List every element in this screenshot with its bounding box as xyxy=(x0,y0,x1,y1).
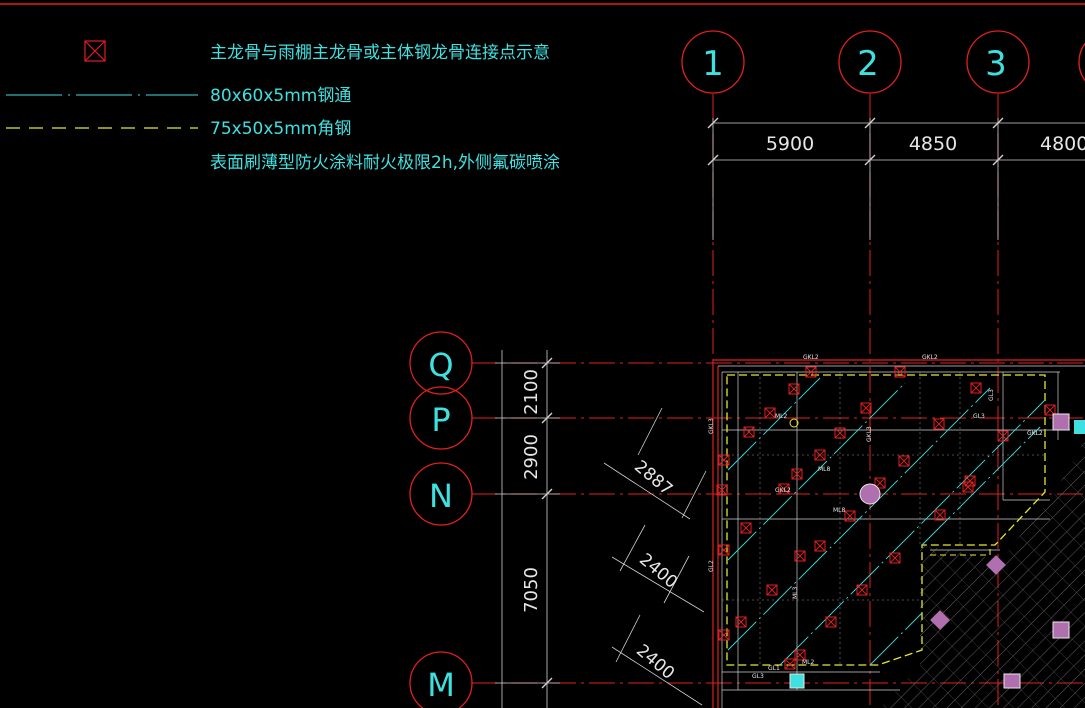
connection-marker xyxy=(743,426,755,438)
grid-column-bubble-2: 2 xyxy=(838,30,902,94)
svg-text:N: N xyxy=(429,477,453,515)
svg-text:ML3: ML3 xyxy=(792,586,799,599)
connection-marker xyxy=(784,658,796,670)
column-node-diamond-1 xyxy=(986,555,1006,575)
dimension-label-h-0: 5900 xyxy=(766,133,814,155)
connection-marker xyxy=(970,382,982,394)
dimension-label-d-0: 2887 xyxy=(630,457,676,500)
member-tags: GKL2 GKL2 GL3 GL3 ML2 GKL3 GKL2 ML8 GKL3… xyxy=(708,354,1043,680)
svg-text:GL3: GL3 xyxy=(973,413,985,420)
column-node-N2 xyxy=(859,483,881,505)
svg-text:GKL3: GKL3 xyxy=(866,426,873,442)
column-node-edge-right xyxy=(1074,420,1085,434)
connection-marker xyxy=(794,649,806,661)
connection-marker xyxy=(735,616,747,628)
svg-text:GL2: GL2 xyxy=(708,560,715,572)
grid-row-bubble-Q: Q xyxy=(409,331,473,395)
anchor-point-yellow xyxy=(789,418,799,428)
legend-connection-symbol xyxy=(84,40,106,62)
column-node-diamond-2 xyxy=(930,610,950,630)
connection-marker xyxy=(766,584,778,596)
structural-columns xyxy=(789,413,1085,689)
column-node-M-left xyxy=(789,673,805,689)
connection-marker xyxy=(997,430,1009,442)
dimension-label-v-2: 7050 xyxy=(521,567,542,613)
svg-text:1: 1 xyxy=(702,44,724,84)
connection-marker xyxy=(814,449,826,461)
legend-label-steel-tube: 80x60x5mm钢通 xyxy=(210,86,351,106)
dimension-label-v-1: 2900 xyxy=(521,434,542,480)
column-node-P-right xyxy=(1052,413,1070,431)
steel-tube-diagonals xyxy=(727,377,1046,666)
horizontal-dimension-chain xyxy=(707,117,1085,240)
connection-marker xyxy=(825,616,837,628)
connection-marker xyxy=(860,402,872,414)
connection-marker xyxy=(716,484,728,496)
svg-text:3: 3 xyxy=(985,44,1007,84)
svg-text:GKL3: GKL3 xyxy=(708,418,715,434)
column-node-M-right xyxy=(1052,621,1070,639)
grid-row-bubble-M: M xyxy=(409,651,473,708)
connection-marker xyxy=(898,455,910,467)
svg-text:2: 2 xyxy=(857,44,879,84)
connection-marker xyxy=(718,544,730,556)
connection-marker xyxy=(794,550,806,562)
svg-text:Q: Q xyxy=(428,346,453,384)
grid-column-bubble-1: 1 xyxy=(681,30,745,94)
svg-text:M: M xyxy=(427,666,455,704)
grid-row-bubble-P: P xyxy=(409,386,473,450)
dimension-label-v-0: 2100 xyxy=(521,369,542,415)
connection-marker xyxy=(894,366,906,378)
hatched-wall-zone-2 xyxy=(880,440,1085,708)
connection-marker xyxy=(740,522,752,534)
column-node-M-mid xyxy=(1003,673,1021,689)
legend-label-coating-note: 表面刷薄型防火涂料耐火极限2h,外侧氟碳喷涂 xyxy=(210,153,560,173)
grid-row-bubble-N: N xyxy=(409,462,473,526)
svg-text:GKL2: GKL2 xyxy=(803,354,819,361)
connection-marker xyxy=(805,366,817,378)
svg-text:ML8: ML8 xyxy=(818,466,831,473)
connection-marker xyxy=(834,427,846,439)
angle-steel-inner xyxy=(930,545,991,556)
connection-marker xyxy=(844,510,856,522)
connection-marker xyxy=(856,584,868,596)
svg-text:P: P xyxy=(431,401,450,439)
connection-marker xyxy=(788,383,800,395)
connection-marker xyxy=(814,540,826,552)
connection-marker xyxy=(778,483,790,495)
grid-column-bubble-partial xyxy=(1078,42,1085,82)
svg-text:GKL2: GKL2 xyxy=(1027,430,1043,437)
svg-text:GKL2: GKL2 xyxy=(922,354,938,361)
connection-marker xyxy=(1044,404,1056,416)
svg-text:GL1: GL1 xyxy=(768,665,780,672)
dimension-label-d-1: 2400 xyxy=(635,550,681,593)
diagonal-dimension-lines xyxy=(603,407,707,706)
connection-marker xyxy=(791,468,803,480)
connection-marker xyxy=(934,509,946,521)
svg-text:GKL2: GKL2 xyxy=(775,487,791,494)
connection-marker xyxy=(764,407,776,419)
grid-column-bubble-3: 3 xyxy=(966,30,1030,94)
connection-marker xyxy=(718,454,730,466)
legend: 主龙骨与雨棚主龙骨或主体钢龙骨连接点示意 80x60x5mm钢通 75x50x5… xyxy=(6,40,560,173)
connection-marker xyxy=(889,552,901,564)
svg-text:ML8: ML8 xyxy=(833,507,846,514)
dimension-label-h-1: 4850 xyxy=(909,133,957,155)
connection-markers xyxy=(716,366,1056,670)
canopy-plan xyxy=(712,359,1085,708)
legend-label-connection: 主龙骨与雨棚主龙骨或主体钢龙骨连接点示意 xyxy=(210,43,550,63)
dimension-label-d-2: 2400 xyxy=(632,641,678,684)
svg-text:GL3: GL3 xyxy=(988,389,995,401)
connection-marker xyxy=(933,418,945,430)
legend-label-angle-steel: 75x50x5mm角钢 xyxy=(210,119,351,139)
connection-marker xyxy=(718,629,730,641)
vertical-dimension-chain xyxy=(495,350,560,708)
connection-marker xyxy=(962,481,974,493)
dimension-label-h-2: 4800 xyxy=(1040,133,1085,155)
svg-text:GL3: GL3 xyxy=(752,673,764,680)
svg-text:ML2: ML2 xyxy=(802,659,815,666)
svg-text:ML2: ML2 xyxy=(775,413,788,420)
